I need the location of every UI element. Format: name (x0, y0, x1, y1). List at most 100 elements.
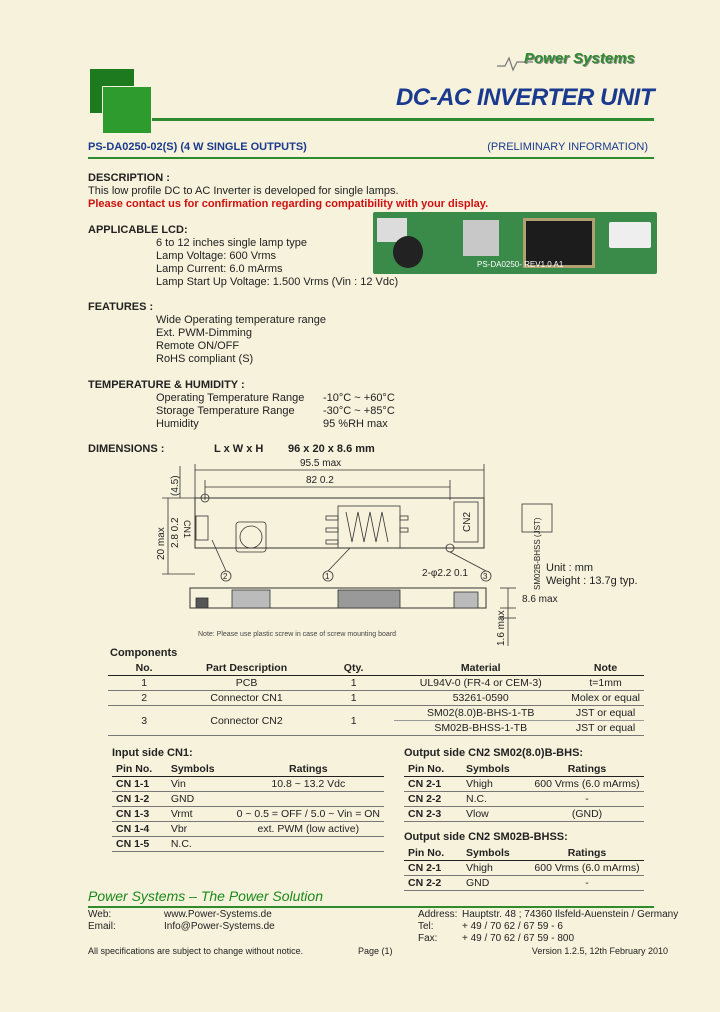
page-title: DC-AC INVERTER UNIT (395, 84, 655, 111)
dim-length-pitch: 82 0.2 (306, 475, 334, 486)
cell-symbol: Vbr (166, 821, 233, 837)
cell-pin: CN 2-2 (404, 875, 462, 891)
dim-top-offset: (4.5) (170, 475, 181, 496)
col-header: Pin No. (404, 762, 462, 777)
col-header: No. (108, 661, 181, 676)
table-row: SM02B-BHSS-1-TB JST or equal (108, 720, 644, 736)
side-connector-label: SM02B-BHSS (JST) (533, 517, 542, 590)
col-header: Symbols (462, 846, 530, 861)
cell-rating: 0 ~ 0.5 = OFF / 5.0 ~ Vin = ON (232, 806, 384, 822)
cell-pin: CN 2-1 (404, 776, 462, 792)
web-link[interactable]: www.Power-Systems.de (164, 909, 272, 920)
cell-symbol: N.C. (462, 791, 530, 807)
cell-material: 53261-0590 (394, 690, 568, 706)
dim-width-max: 20 max (156, 527, 167, 560)
output-cn2a-heading: Output side CN2 SM02(8.0)B-BHS: (404, 747, 584, 759)
cell-note: JST or equal (567, 705, 644, 721)
tel-label: Tel: (418, 921, 434, 932)
col-header: Symbols (166, 762, 233, 777)
input-cn1-heading: Input side CN1: (112, 747, 193, 759)
lcd-heading: APPLICABLE LCD: (88, 224, 188, 236)
cell-symbol: Vhigh (462, 860, 530, 876)
cell-rating: 600 Vrms (6.0 mArms) (530, 776, 644, 792)
product-rule (88, 157, 654, 159)
address-label: Address: (418, 909, 458, 920)
col-header: Symbols (462, 762, 530, 777)
lwh-value: 96 x 20 x 8.6 mm (288, 443, 375, 455)
fax-label: Fax: (418, 933, 438, 944)
callout-3: 3 (483, 572, 488, 581)
components-table: No. Part Description Qty. Material Note … (108, 661, 644, 736)
hole-dim: 2-φ2.2 0.1 (422, 568, 468, 579)
cell-pin: CN 1-2 (112, 791, 167, 807)
cell-symbol: N.C. (166, 836, 233, 852)
cn1-label: CN1 (182, 520, 192, 538)
cell-note: t=1mm (567, 675, 644, 691)
col-header: Pin No. (404, 846, 462, 861)
version-info: Version 1.2.5, 12th February 2010 (531, 946, 668, 956)
temperature-heading: TEMPERATURE & HUMIDITY : (88, 379, 245, 391)
cell-no: 2 (108, 690, 181, 706)
dim-length-max: 95.5 max (300, 458, 341, 469)
lwh-label: L x W x H (214, 443, 264, 455)
email-link[interactable]: Info@Power-Systems.de (164, 921, 275, 932)
product-status: (PRELIMINARY INFORMATION) (487, 141, 648, 153)
tel-value: + 49 / 70 62 / 67 59 - 6 (462, 921, 563, 932)
bottom-dim: 1.6 max (496, 610, 507, 646)
col-header: Part Description (180, 661, 313, 676)
cell-pin: CN 2-2 (404, 791, 462, 807)
cell-material: SM02(8.0)B-BHS-1-TB (394, 705, 568, 721)
cell-rating: 600 Vrms (6.0 mArms) (530, 860, 644, 876)
unit-label: Unit : mm (546, 562, 594, 574)
temp-value: 95 %RH max (323, 418, 388, 430)
product-code: PS-DA0250-02(S) (4 W SINGLE OUTPUTS) (88, 141, 307, 153)
col-header: Note (567, 661, 644, 676)
cell-rating (232, 791, 384, 807)
cell-material: SM02B-BHSS-1-TB (394, 720, 568, 736)
temp-label: Operating Temperature Range (156, 392, 305, 404)
dimension-drawing: 95.5 max 82 0.2 20 max (4.5) 2.8 0.2 CN1… (156, 458, 558, 646)
feature-item: Ext. PWM-Dimming (156, 327, 252, 339)
cell-qty: 1 (312, 690, 395, 706)
features-heading: FEATURES : (88, 301, 154, 313)
cell-rating: - (530, 791, 644, 807)
description-heading: DESCRIPTION : (88, 172, 170, 184)
description-text: This low profile DC to AC Inverter is de… (88, 185, 399, 197)
cell-pin: CN 1-3 (112, 806, 167, 822)
callout-2: 2 (223, 572, 228, 581)
brand-logo: Power Systems (524, 50, 635, 67)
fax-value: + 49 / 70 62 / 67 59 - 800 (462, 933, 575, 944)
table-row: 1 PCB 1 UL94V-0 (FR-4 or CEM-3) t=1mm (108, 675, 644, 691)
cell-pin: CN 1-5 (112, 836, 167, 852)
cell-part: Connector CN2 (180, 705, 313, 736)
cell-no: 3 (108, 705, 181, 736)
cell-rating: 10.8 ~ 13.2 Vdc (232, 776, 384, 792)
lcd-line: Lamp Current: 6.0 mArms (156, 263, 283, 275)
description-note: Please contact us for confirmation regar… (88, 198, 489, 210)
cell-material: UL94V-0 (FR-4 or CEM-3) (394, 675, 568, 691)
cell-pin: CN 1-4 (112, 821, 167, 837)
title-rule (152, 118, 654, 121)
pcb-label: PS-DA0250- REV1.0 A1 (477, 260, 564, 269)
col-header: Pin No. (112, 762, 167, 777)
email-label: Email: (88, 921, 116, 932)
weight-label: Weight : 13.7g typ. (546, 575, 638, 587)
cell-part: Connector CN1 (180, 690, 313, 706)
cell-rating: - (530, 875, 644, 891)
feature-item: Wide Operating temperature range (156, 314, 326, 326)
height-dim: 8.6 max (522, 594, 558, 605)
disclaimer: All specifications are subject to change… (88, 946, 304, 956)
col-header: Ratings (530, 846, 644, 861)
col-header: Ratings (530, 762, 644, 777)
dim-width-pitch: 2.8 0.2 (170, 517, 181, 548)
